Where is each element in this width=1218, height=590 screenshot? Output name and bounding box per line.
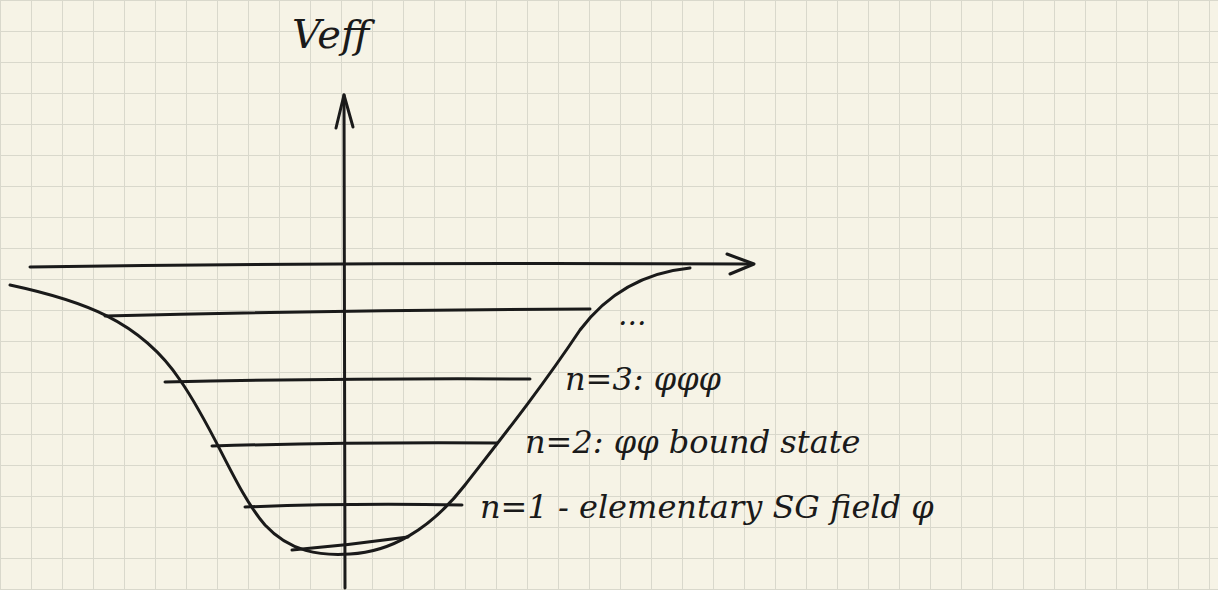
energy-level [292, 537, 408, 550]
energy-level [245, 504, 462, 507]
level-label: n=1 - elementary SG field φ [480, 490, 934, 525]
vertical-axis [344, 95, 345, 588]
continuation-dots: ... [618, 298, 647, 331]
level-label: n=3: φφφ [565, 362, 721, 397]
axis-arrowhead [727, 254, 754, 274]
energy-level [165, 379, 530, 382]
energy-level [212, 443, 497, 446]
axis-arrowhead [336, 95, 353, 128]
energy-level [105, 309, 590, 316]
axis-label: Veff [292, 12, 369, 56]
horizontal-axis [30, 263, 752, 267]
level-label: n=2: φφ bound state [525, 425, 861, 460]
